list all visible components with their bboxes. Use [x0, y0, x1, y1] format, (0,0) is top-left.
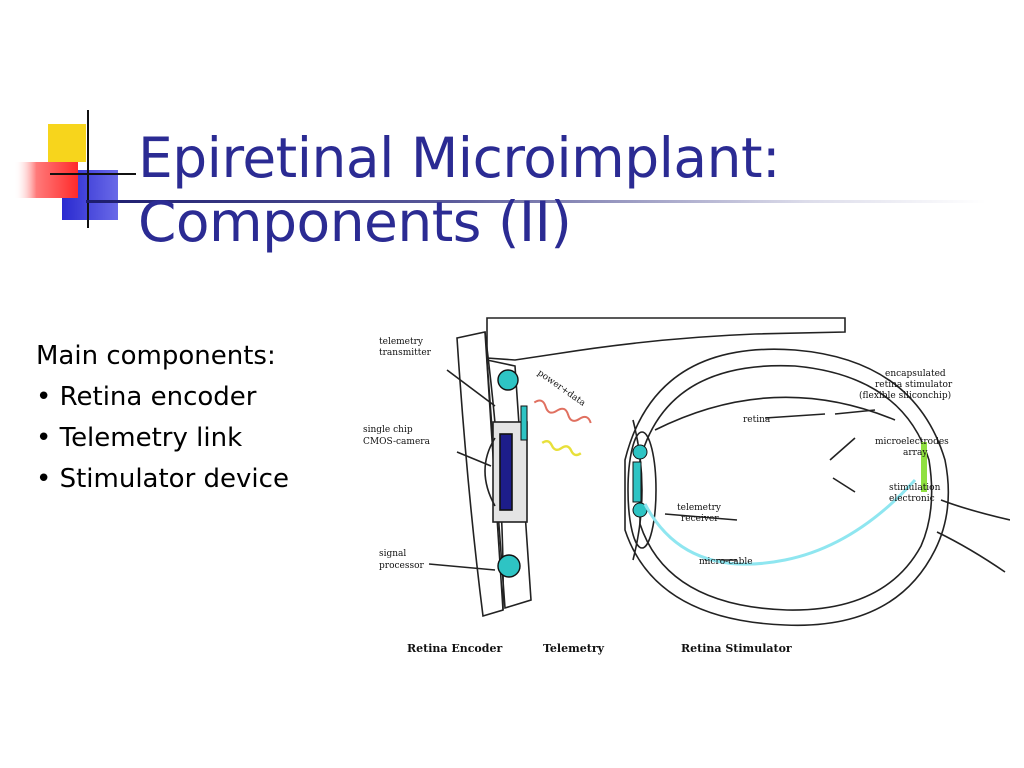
logo-yellow-square: [48, 124, 86, 162]
bullet-retina-encoder: • Retina encoder: [36, 382, 257, 412]
title-line-1: Epiretinal Microimplant:: [138, 126, 781, 190]
eye-iris: [627, 431, 657, 549]
slide-logo: [14, 110, 136, 228]
micro-cable-line: [643, 478, 917, 566]
light-signal-wave: [541, 439, 582, 457]
transmitter-coil: [497, 369, 519, 391]
retina-line: [654, 396, 896, 431]
processor-coil: [497, 554, 521, 578]
title-line-2: Components (II): [138, 190, 572, 254]
bullet-stimulator-device: • Stimulator device: [36, 464, 289, 494]
power-data-wave: [533, 399, 592, 424]
components-intro: Main components:: [36, 341, 276, 371]
components-list: Main components: • Retina encoder • Tele…: [36, 336, 289, 500]
encoder-housing: [486, 358, 532, 610]
transmitter-antenna: [520, 405, 528, 441]
logo-red-square: [14, 162, 78, 198]
section-label-retina-encoder: Retina Encoder: [407, 642, 502, 655]
telemetry-receiver-chip: [632, 461, 642, 503]
eyeball-inner: [639, 364, 933, 611]
glasses-frame: [456, 331, 504, 618]
microelectrode-array: [921, 442, 927, 492]
optic-nerve: [936, 499, 1010, 573]
slide-title: Epiretinal Microimplant: Components (II): [138, 126, 781, 254]
glasses-arm: [486, 317, 846, 361]
title-underline: [86, 200, 986, 203]
camera-lens: [484, 437, 496, 507]
cmos-sensor: [499, 433, 513, 511]
label-micro-cable: micro-cable: [699, 557, 753, 567]
bullet-telemetry-link: • Telemetry link: [36, 423, 243, 453]
label-retina: retina: [743, 415, 771, 425]
section-label-telemetry: Telemetry: [543, 642, 605, 655]
section-label-retina-stimulator: Retina Stimulator: [681, 642, 792, 655]
receiver-coil-top: [632, 444, 648, 460]
